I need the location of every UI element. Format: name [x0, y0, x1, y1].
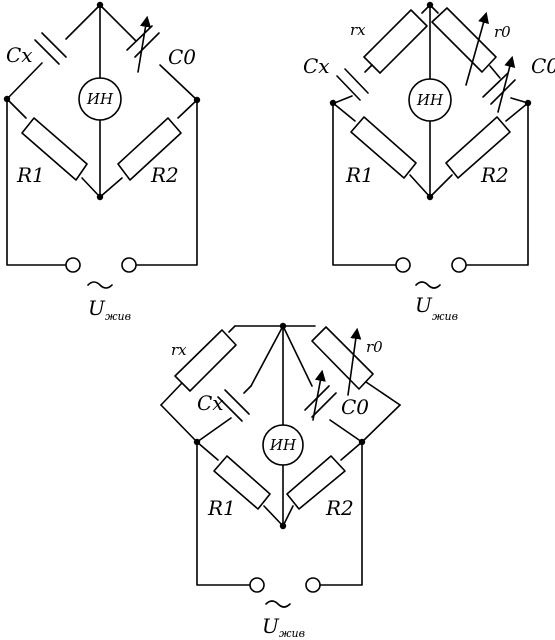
supply-voltage-label: U — [415, 293, 433, 317]
capacitor-c0-variable — [99, 4, 198, 101]
resistor-rx — [174, 329, 237, 392]
resistor-r0-variable — [311, 326, 374, 396]
ac-tilde-icon — [265, 600, 291, 608]
resistor-r1 — [196, 441, 284, 527]
label-cx: Cx — [197, 391, 224, 415]
supply-voltage-subscript: жив — [105, 310, 131, 323]
label-r0: r0 — [366, 338, 383, 356]
label-r1: R1 — [16, 163, 45, 187]
meter-circle — [408, 78, 452, 122]
label-cx: Cx — [303, 54, 330, 78]
ac-tilde-icon — [415, 281, 441, 289]
supply-voltage-label: U — [88, 296, 106, 320]
circuit-1: Cx C0 R1 R2 ИН U жив — [3, 1, 201, 323]
terminal-left — [65, 257, 81, 273]
label-c0: C0 — [531, 54, 555, 78]
label-rx: rx — [171, 341, 187, 359]
meter-circle — [262, 424, 304, 466]
resistor-r2 — [99, 99, 198, 198]
label-r0: r0 — [494, 23, 511, 41]
terminal-right — [451, 257, 467, 273]
capacitor-cx — [196, 385, 252, 443]
label-c0: C0 — [341, 395, 369, 419]
label-r2: R2 — [150, 163, 179, 187]
terminal-left — [249, 577, 265, 593]
terminal-right — [121, 257, 137, 273]
terminal-left — [395, 257, 411, 273]
supply-voltage-label: U — [262, 614, 280, 638]
supply-voltage-subscript: жив — [279, 627, 305, 640]
label-cx: Cx — [6, 43, 33, 67]
supply-voltage-subscript: жив — [432, 310, 458, 323]
resistor-r0-variable — [429, 4, 497, 86]
label-r2: R2 — [325, 496, 354, 520]
meter-label: ИН — [269, 436, 297, 454]
resistor-r1 — [6, 98, 101, 198]
resistor-r2 — [429, 102, 529, 198]
resistor-r1 — [332, 102, 431, 198]
meter-label: ИН — [416, 91, 444, 109]
label-r1: R1 — [207, 496, 236, 520]
label-r2: R2 — [480, 163, 509, 187]
label-c0: C0 — [168, 45, 196, 69]
ac-tilde-icon — [87, 281, 113, 289]
resistor-rx — [363, 4, 431, 74]
circuit-2: Cx C0 rx r0 R1 R2 ИН U жив — [303, 1, 555, 323]
resistor-r2 — [282, 441, 363, 527]
label-rx: rx — [350, 21, 366, 39]
circuit-3: Cx C0 rx r0 R1 R2 ИН U жив — [160, 322, 401, 640]
terminal-right — [305, 577, 321, 593]
capacitor-cx — [331, 64, 373, 105]
capacitor-cx — [6, 4, 101, 100]
meter-label: ИН — [86, 90, 114, 108]
label-r1: R1 — [345, 163, 374, 187]
capacitor-c0-variable — [482, 55, 529, 113]
capacitor-c0-variable — [304, 369, 363, 443]
meter-circle — [78, 77, 122, 121]
